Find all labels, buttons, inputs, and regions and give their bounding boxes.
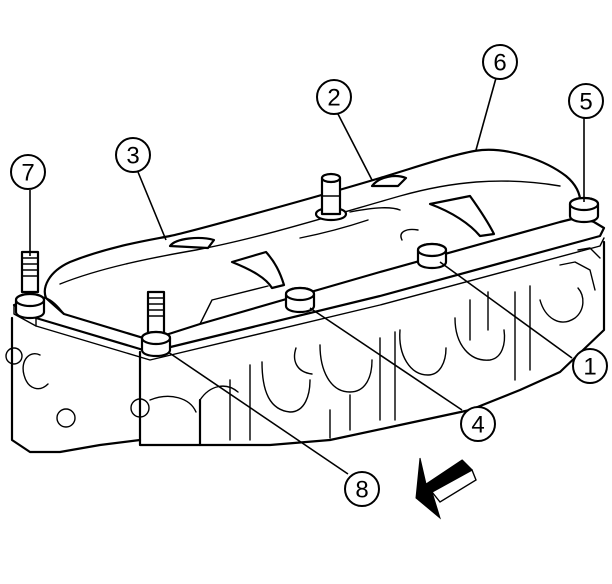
callout-1: 1 xyxy=(572,348,608,384)
callout-label: 6 xyxy=(493,50,506,77)
callout-5: 5 xyxy=(568,83,604,119)
bolt-1 xyxy=(416,242,448,270)
bolt-4 xyxy=(284,286,316,314)
callout-3: 3 xyxy=(115,137,151,173)
callout-label: 5 xyxy=(579,89,592,116)
callout-label: 1 xyxy=(583,354,596,381)
view-direction-arrow-icon xyxy=(415,457,477,520)
valve-cover xyxy=(43,148,582,342)
callout-2: 2 xyxy=(316,79,352,115)
callout-6: 6 xyxy=(482,44,518,80)
callout-label: 8 xyxy=(355,477,368,504)
bolt-5 xyxy=(568,196,600,224)
callout-7: 7 xyxy=(10,154,46,190)
pcv-fitting xyxy=(314,172,348,222)
callout-4: 4 xyxy=(460,406,496,442)
stud-bolt-7 xyxy=(14,250,46,320)
callout-label: 4 xyxy=(471,412,484,439)
callout-label: 3 xyxy=(126,143,139,170)
callout-label: 2 xyxy=(327,85,340,112)
stud-bolt-8 xyxy=(140,290,172,358)
callout-label: 7 xyxy=(21,160,34,187)
callout-8: 8 xyxy=(344,471,380,507)
leader-lines xyxy=(29,77,585,475)
